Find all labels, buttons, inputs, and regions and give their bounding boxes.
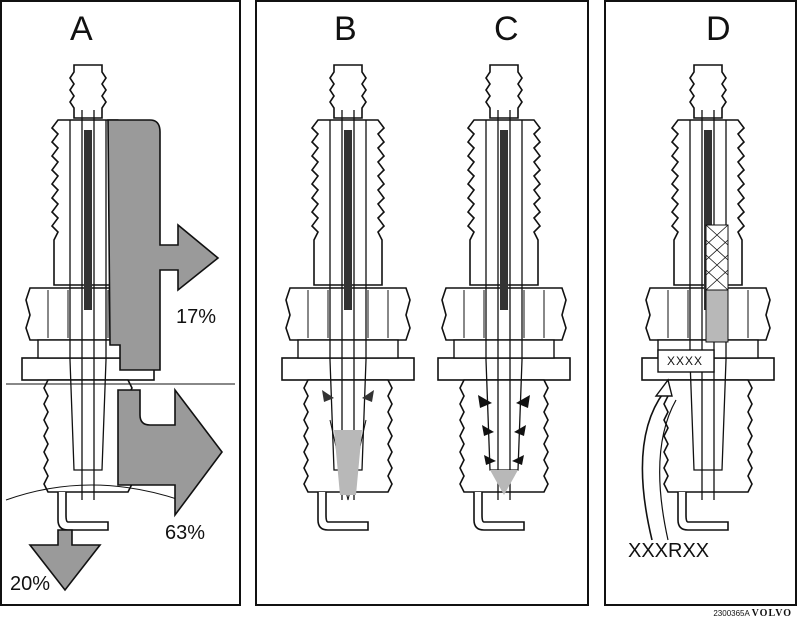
- heat-range-code: XXXRXX: [628, 540, 710, 562]
- panel-label-a: A: [70, 10, 93, 48]
- panel-label-b: B: [334, 10, 357, 48]
- marking-box-text: XXXX: [667, 354, 704, 368]
- brand-logo: VOLVO: [751, 608, 792, 619]
- panel-label-d: D: [706, 10, 731, 48]
- figure-ref-number: 2300365A: [713, 609, 750, 618]
- heat-flow-lower-label: 63%: [165, 522, 206, 544]
- heat-flow-tip-label: 20%: [10, 573, 51, 595]
- heat-flow-upper-label: 17%: [176, 306, 217, 328]
- figure-reference: 2300365A VOLVO: [713, 608, 792, 619]
- panel-label-c: C: [494, 10, 519, 48]
